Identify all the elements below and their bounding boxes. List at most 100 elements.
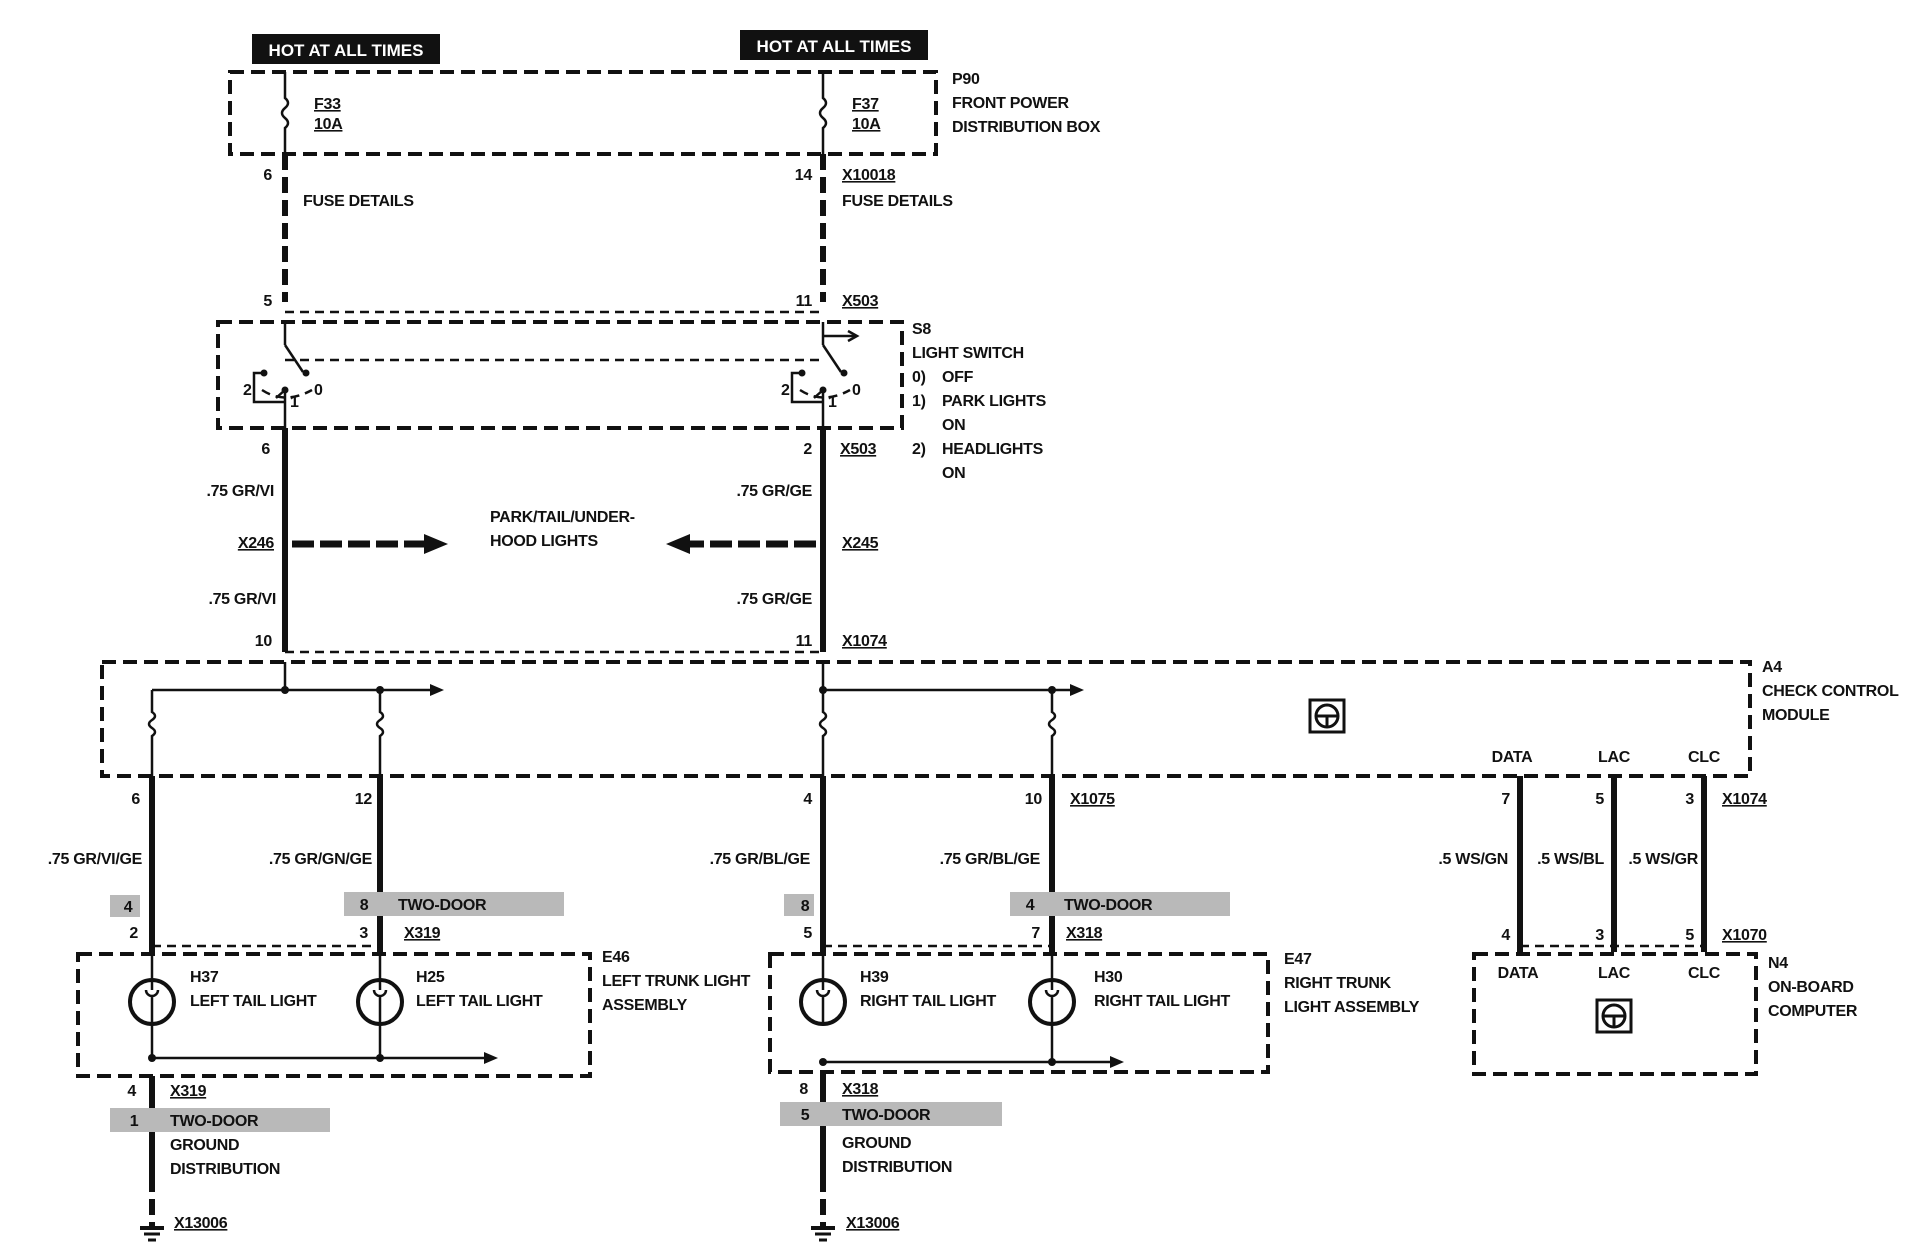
supply-label-left: HOT AT ALL TIMES <box>269 41 424 60</box>
pin-2-lamp: 2 <box>129 925 138 942</box>
a4-internal-right <box>818 662 1084 776</box>
steering-wheel-icon-n4 <box>1595 998 1633 1034</box>
x10018-label: X10018 <box>842 167 896 184</box>
s8-pos2-num: 2) <box>912 441 926 458</box>
pin-6-a4-out: 6 <box>131 791 140 808</box>
wire-label-ws-gr: .5 WS/GR <box>1628 851 1698 868</box>
a4-line1: CHECK CONTROL <box>1762 683 1899 700</box>
a4-clc-label: CLC <box>1688 749 1721 766</box>
fuse-details-left: FUSE DETAILS <box>303 193 414 210</box>
switch-right-pos2: 2 <box>781 382 790 399</box>
p90-box <box>228 70 938 156</box>
wire-label-left-1: .75 GR/VI <box>206 483 274 500</box>
two-door-tag-c-pin: 8 <box>801 898 810 915</box>
n4-clc-label: CLC <box>1688 965 1721 982</box>
pin-11-switch: 11 <box>796 293 813 310</box>
pin-4-ground-left: 4 <box>127 1083 136 1100</box>
e46-box <box>76 952 592 1078</box>
x318-top-label: X318 <box>1066 925 1103 942</box>
p90-id: P90 <box>952 71 980 88</box>
ground-left-tag-text: TWO-DOOR <box>170 1113 259 1130</box>
fuse-left-rating: 10A <box>314 116 343 133</box>
x319-bottom-label: X319 <box>170 1083 207 1100</box>
a4-lac-label: LAC <box>1598 749 1631 766</box>
h39-id: H39 <box>860 969 889 986</box>
n4-line2: COMPUTER <box>1768 1003 1858 1020</box>
h39-name: RIGHT TAIL LIGHT <box>860 993 996 1010</box>
park-tail-label-2: HOOD LIGHTS <box>490 533 598 550</box>
pin-5-switch: 5 <box>263 293 272 310</box>
pin-4-a4-out: 4 <box>803 791 812 808</box>
ground-right-icon <box>811 1226 835 1242</box>
pin-5-n4: 5 <box>1685 927 1694 944</box>
x1074-top-label: X1074 <box>842 633 887 650</box>
pin-10-a4: 10 <box>255 633 273 650</box>
ground-left-label-1: GROUND <box>170 1137 239 1154</box>
x13006-left-label: X13006 <box>174 1215 228 1232</box>
wire-label-b: .75 GR/GN/GE <box>269 851 373 868</box>
e47-line1: RIGHT TRUNK <box>1284 975 1392 992</box>
e46-line2: ASSEMBLY <box>602 997 688 1014</box>
a4-box <box>100 660 1752 778</box>
e47-line2: LIGHT ASSEMBLY <box>1284 999 1420 1016</box>
e47-id: E47 <box>1284 951 1312 968</box>
pin-6-switch-out: 6 <box>261 441 270 458</box>
s8-pos0-num: 0) <box>912 369 926 386</box>
ground-right-tag-text: TWO-DOOR <box>842 1107 931 1124</box>
wire-label-right-2: .75 GR/GE <box>736 591 812 608</box>
ground-left-tag-pin: 1 <box>130 1113 139 1130</box>
fuse-details-right: FUSE DETAILS <box>842 193 953 210</box>
switch-right-icon <box>790 322 860 428</box>
s8-id: S8 <box>912 321 931 338</box>
pin-7-lamp: 7 <box>1031 925 1040 942</box>
fuse-right-rating: 10A <box>852 116 881 133</box>
park-tail-label-1: PARK/TAIL/UNDER- <box>490 509 635 526</box>
pin-3-a4-out: 3 <box>1685 791 1694 808</box>
two-door-tag-b-box <box>344 892 564 916</box>
pin-2-switch-out: 2 <box>803 441 812 458</box>
switch-left-icon <box>252 322 823 428</box>
s8-pos1-num: 1) <box>912 393 926 410</box>
two-door-tag-a-pin: 4 <box>124 899 133 916</box>
x1074-bottom-label: X1074 <box>1722 791 1767 808</box>
fuse-right-icon <box>818 72 828 154</box>
switch-left-pos0: 0 <box>314 382 323 399</box>
x503-bottom-label: X503 <box>840 441 877 458</box>
s8-pos2-a: HEADLIGHTS <box>942 441 1044 458</box>
a4-internal-left <box>147 662 444 776</box>
two-door-tag-a-box <box>110 895 140 917</box>
pin-5-lamp: 5 <box>803 925 812 942</box>
n4-box <box>1472 952 1758 1076</box>
switch-right-pos0: 0 <box>852 382 861 399</box>
ground-left-label-2: DISTRIBUTION <box>170 1161 280 1178</box>
e46-ground-bus <box>148 1052 498 1064</box>
n4-id: N4 <box>1768 955 1788 972</box>
lamp-h39-icon <box>799 954 847 1026</box>
s8-pos2-b: ON <box>942 465 965 482</box>
x1070-label: X1070 <box>1722 927 1767 944</box>
pin-5-a4-out: 5 <box>1595 791 1604 808</box>
s8-pos0: OFF <box>942 369 974 386</box>
ground-left-icon <box>140 1226 164 1242</box>
lamp-h37-icon <box>128 954 176 1058</box>
h30-name: RIGHT TAIL LIGHT <box>1094 993 1230 1010</box>
wire-label-ws-gn: .5 WS/GN <box>1438 851 1508 868</box>
s8-name: LIGHT SWITCH <box>912 345 1024 362</box>
p90-line1: FRONT POWER <box>952 95 1069 112</box>
fuse-left-name: F33 <box>314 96 341 113</box>
two-door-tag-d-text: TWO-DOOR <box>1064 897 1153 914</box>
n4-lac-label: LAC <box>1598 965 1631 982</box>
h25-id: H25 <box>416 969 445 986</box>
e46-id: E46 <box>602 949 630 966</box>
switch-left-pos2: 2 <box>243 382 252 399</box>
p90-line2: DISTRIBUTION BOX <box>952 119 1101 136</box>
wire-label-right-1: .75 GR/GE <box>736 483 812 500</box>
x1075-label: X1075 <box>1070 791 1115 808</box>
two-door-tag-b-text: TWO-DOOR <box>398 897 487 914</box>
arrow-to-park-lights-right <box>666 534 816 554</box>
ground-right-label-1: GROUND <box>842 1135 911 1152</box>
e46-line1: LEFT TRUNK LIGHT <box>602 973 751 990</box>
wire-label-c: .75 GR/BL/GE <box>710 851 811 868</box>
fuse-left-icon <box>280 72 290 154</box>
